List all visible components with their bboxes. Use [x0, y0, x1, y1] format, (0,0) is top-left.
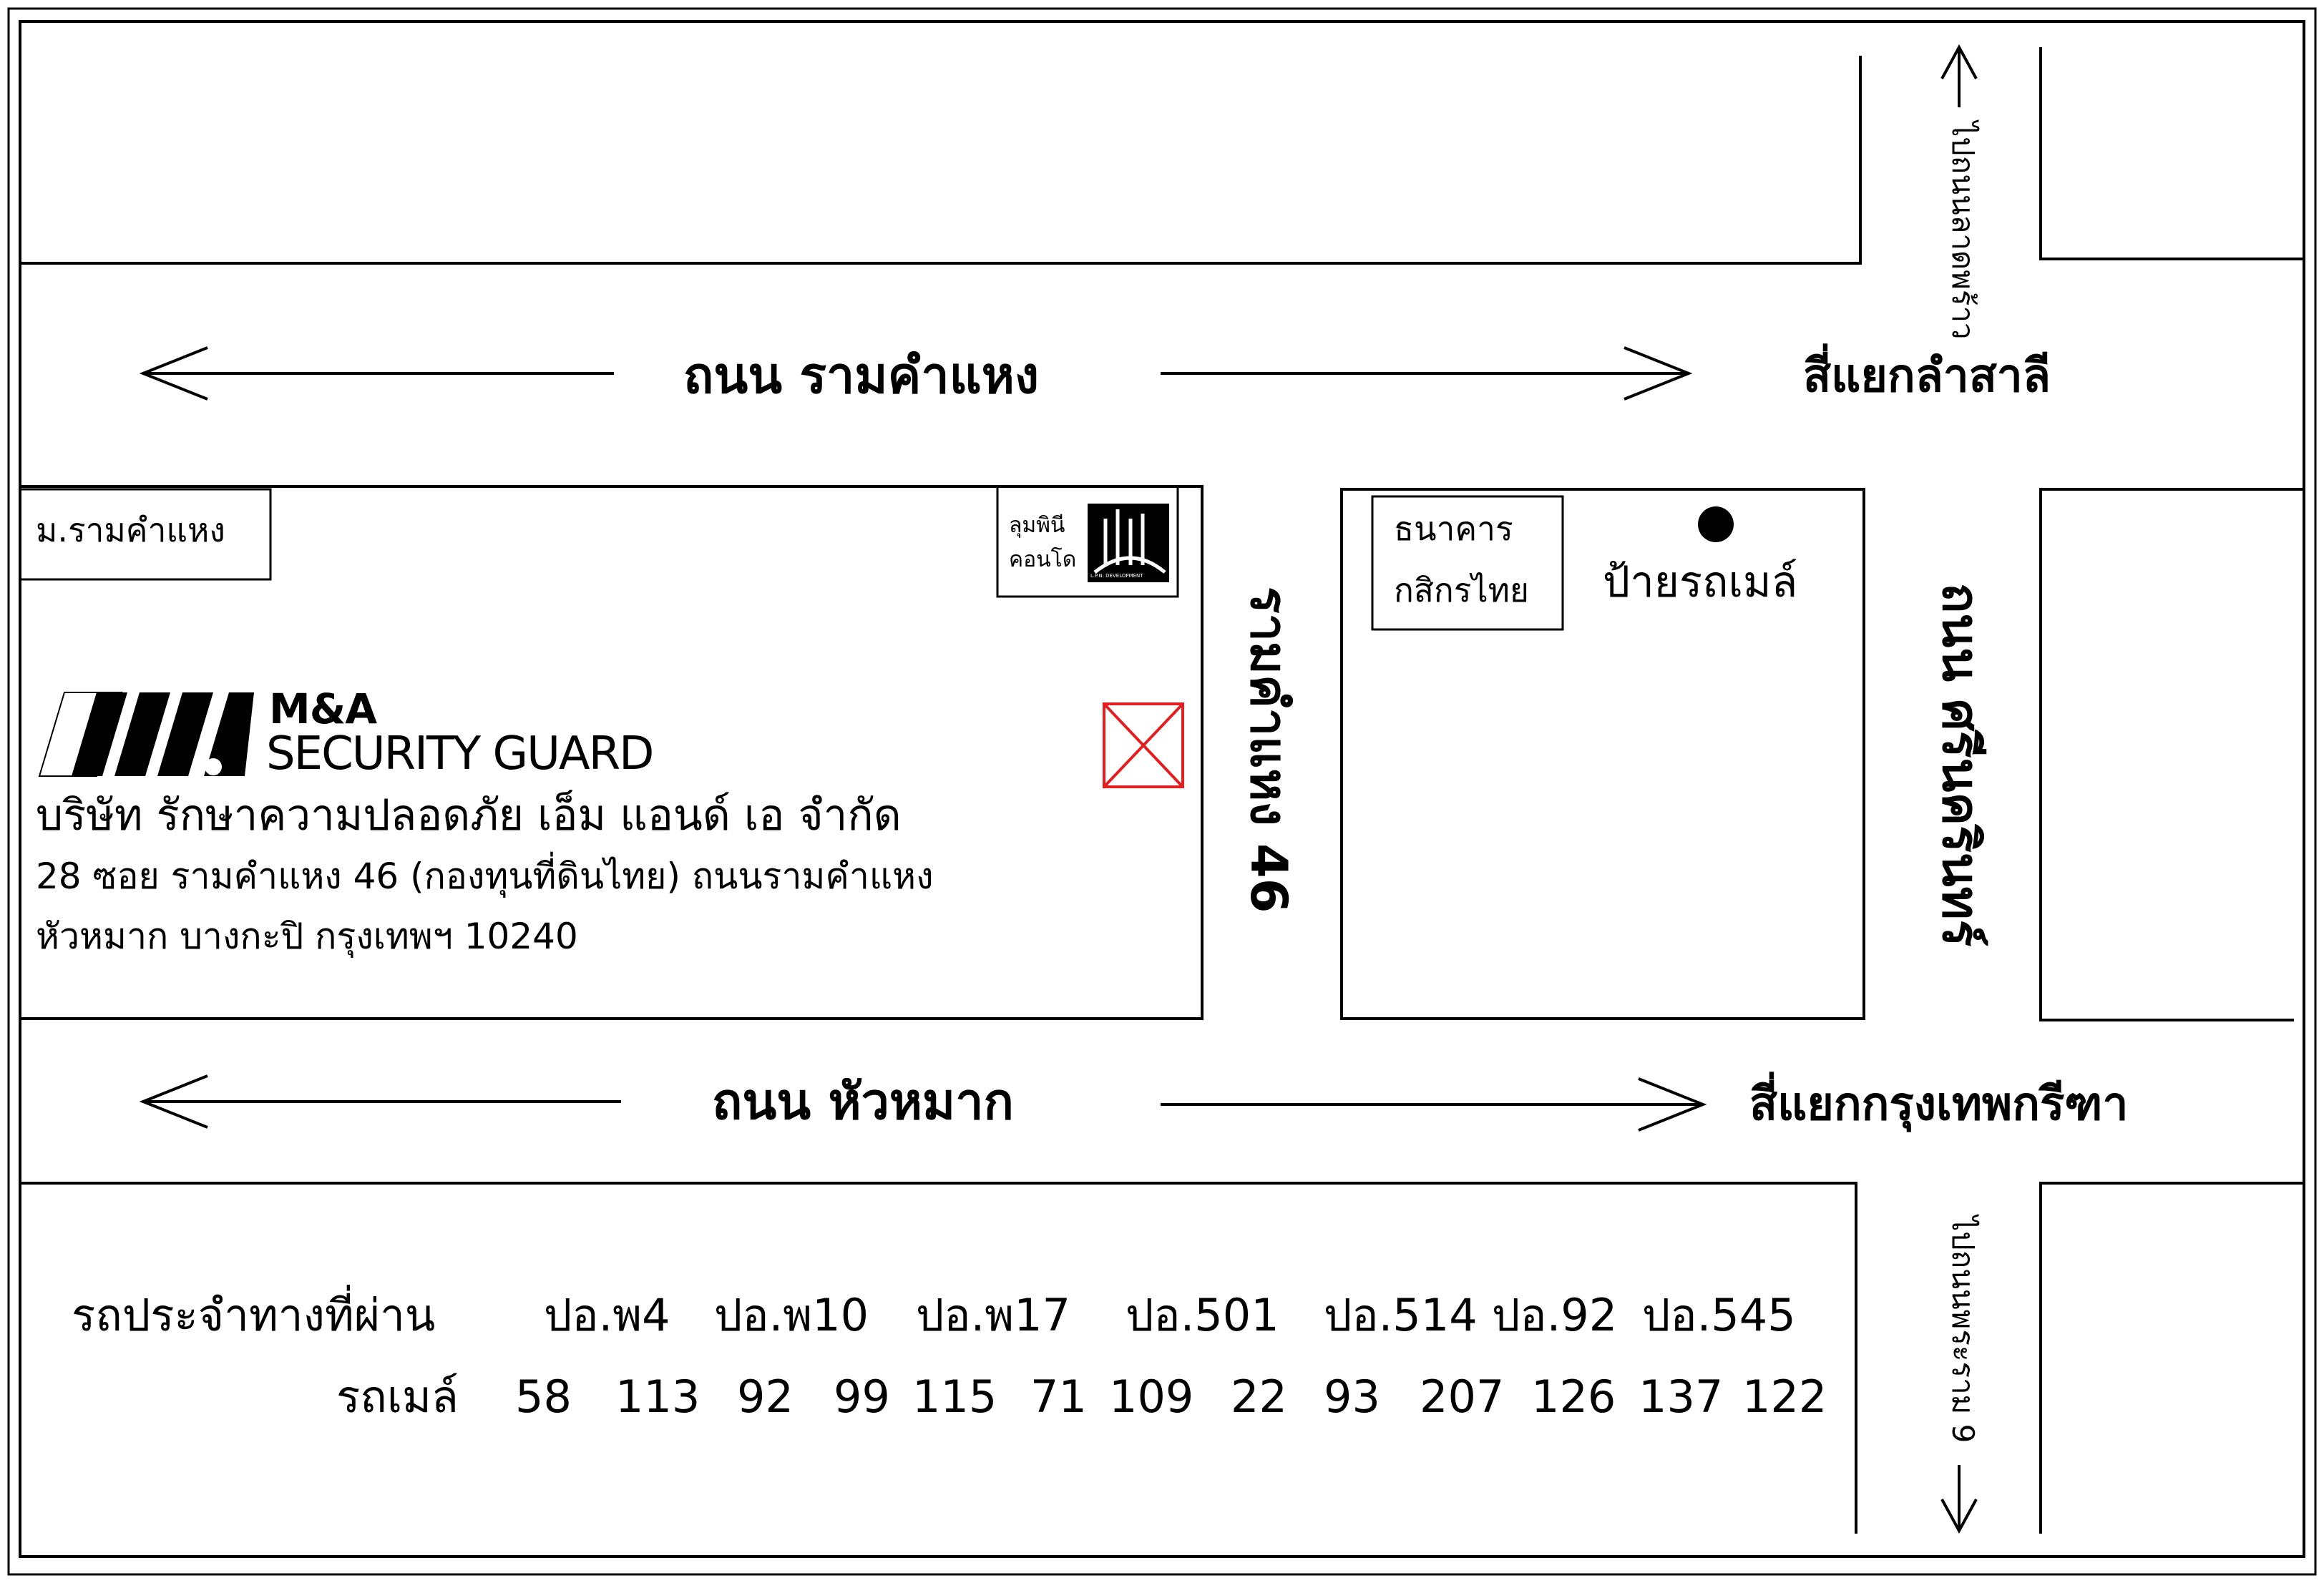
bus-label: รถเมล์ [336, 1371, 459, 1423]
label-lumpini-line1: ลุมพินี [1009, 513, 1065, 538]
label-bus-stop: ป้ายรถเมล์ [1603, 557, 1798, 607]
bus-number-item: 109 [1109, 1371, 1194, 1423]
bus-number-item: 58 [515, 1371, 572, 1423]
company-address-line2: หัวหมาก บางกะปิ กรุงเทพฯ 10240 [36, 916, 578, 957]
arrow-south-rama9 [1940, 1465, 1978, 1534]
bus-number-item: 115 [912, 1371, 997, 1423]
arrow-ramkhamhaeng-west [139, 346, 614, 401]
arrow-huamark-west [139, 1074, 621, 1129]
inner-frame [19, 20, 2305, 1558]
outer-frame [7, 7, 2317, 1576]
arrow-huamark-east [1161, 1077, 1707, 1132]
ma-logo-icon [38, 692, 254, 777]
label-ram-university: ม.รามคำแหง [36, 511, 225, 549]
label-lpn-development: L.P.N. DEVELOPMENT [1090, 573, 1143, 579]
bus-stop-icon [1698, 506, 1734, 542]
lumpini-box [996, 485, 1179, 598]
bus-number-item: 113 [615, 1371, 700, 1423]
road-label-ramkhamhaeng: ถนน รามคำแหง [683, 346, 1040, 405]
direction-to-lat-phrao: ไปถนนลาดพร้าว [1945, 122, 1981, 340]
direction-to-rama9: ไปถนนพระราม 9 [1945, 1216, 1981, 1444]
route-item: ปอ.พ10 [714, 1289, 869, 1341]
bus-number-item: 137 [1639, 1371, 1724, 1423]
route-item: ปอ.545 [1642, 1289, 1796, 1341]
block-ram-university [20, 485, 1204, 1020]
bus-number-item: 126 [1531, 1371, 1616, 1423]
road-label-soi-46: รามคำแหง 46 [1239, 587, 1298, 913]
label-bank-line2: กสิกรไทย [1394, 571, 1529, 609]
location-marker [1103, 702, 1184, 788]
route-item: ปอ.พ4 [544, 1289, 670, 1341]
bus-number-item: 99 [834, 1371, 890, 1423]
bus-number-item: 122 [1742, 1371, 1827, 1423]
route-item: ปอ.514 [1324, 1289, 1478, 1341]
bus-number-item: 71 [1030, 1371, 1087, 1423]
bus-number-item: 93 [1324, 1371, 1380, 1423]
block-top-left [20, 56, 1862, 265]
company-logo-line1: M&A [269, 685, 377, 733]
block-middle-right [2039, 488, 2304, 1021]
company-name: บริษัท รักษาความปลอดภัย เอ็ม แอนด์ เอ จำ… [36, 790, 902, 840]
block-top-right [2039, 47, 2304, 260]
ram-university-box [19, 488, 272, 581]
company-address-line1: 28 ซอย รามคำแหง 46 (กองทุนที่ดินไทย) ถนน… [36, 856, 934, 897]
road-label-srinakarin: ถนน ศรีนครินทร์ [1931, 583, 1990, 947]
block-bottom-right [2039, 1182, 2304, 1534]
junction-krungthepkreetha: สี่แยกกรุงเทพกรีฑา [1749, 1078, 2129, 1131]
arrow-north-lat-phrao [1940, 44, 1978, 107]
bus-number-item: 22 [1231, 1371, 1287, 1423]
route-item: ปอ.501 [1126, 1289, 1279, 1341]
block-bank [1340, 488, 1865, 1020]
block-bottom-left [20, 1182, 1857, 1534]
label-bank-line1: ธนาคาร [1394, 509, 1513, 548]
route-item: ปอ.พ17 [916, 1289, 1071, 1341]
company-logo-line2: SECURITY GUARD [266, 727, 654, 780]
bus-number-item: 207 [1420, 1371, 1505, 1423]
junction-lamsali: สี่แยกลำสาลี [1803, 350, 2051, 403]
transit-label: รถประจำทางที่ผ่าน [72, 1289, 436, 1341]
lumpini-logo-icon [1088, 504, 1169, 582]
label-lumpini-line2: คอนโด [1009, 547, 1077, 572]
road-label-huamark: ถนน หัวหมาก [712, 1072, 1014, 1131]
route-item: ปอ.92 [1492, 1289, 1618, 1341]
bank-label-box [1371, 495, 1564, 631]
bus-number-item: 92 [737, 1371, 794, 1423]
arrow-ramkhamhaeng-east [1161, 346, 1693, 401]
